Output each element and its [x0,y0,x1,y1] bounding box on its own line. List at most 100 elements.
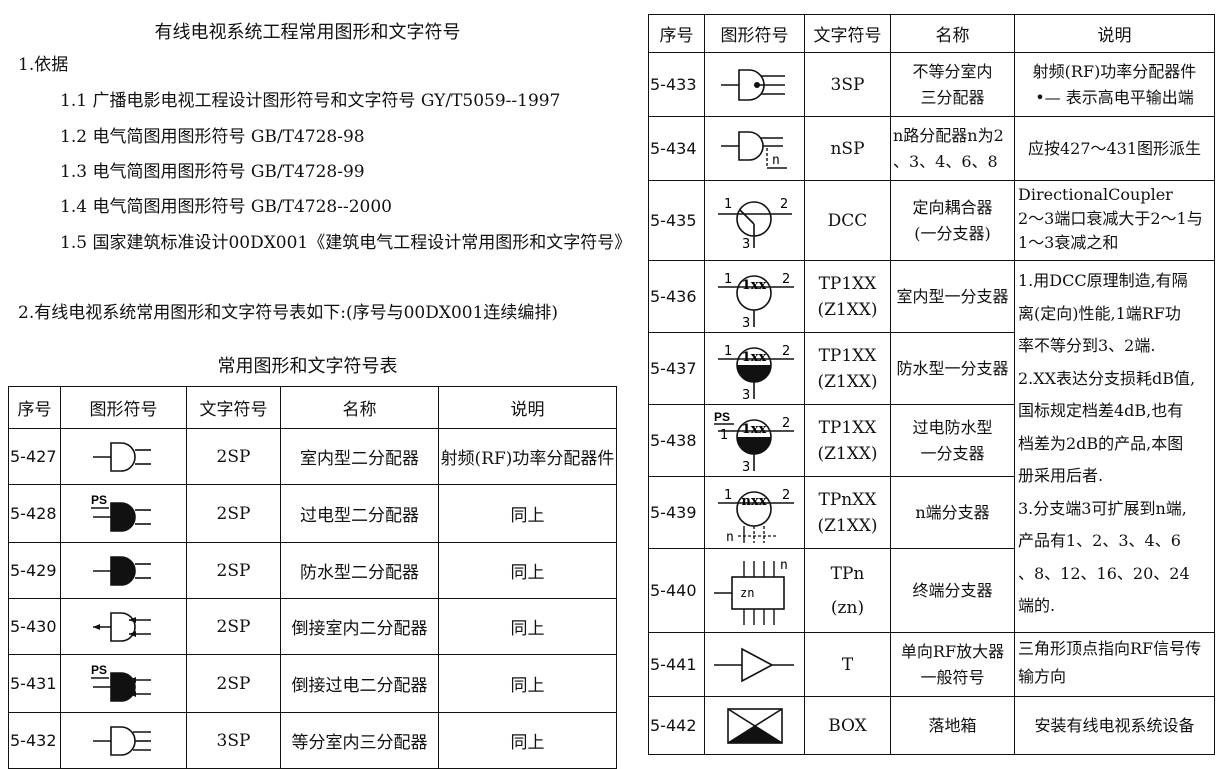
row-code-line: (Z1XX) [817,371,878,392]
splitter-2-powered-icon: PS [90,493,151,532]
row-name-line: 一分支器 [920,443,985,463]
row-seq: 5-433 [648,52,705,117]
table-row: 5-433 3SP 不等分室内三分配器 射频(RF)功率分配器件•— 表示高电平… [648,52,1215,117]
row-name-line: n路分配器n为2 [893,125,1004,145]
row-desc-line: 、8、12、16、20、24 [1018,563,1190,583]
row-code: DCC [804,180,891,261]
row-code: 2SP [186,654,281,713]
header-desc: 说明 [1014,14,1215,53]
row-code-line: (zn) [830,597,865,618]
row-desc-line: 率不等分到3、2端. [1018,336,1156,355]
row-desc: 同上 [438,712,617,769]
port-label: 2 [780,197,788,212]
section2-heading: 2.有线电视系统常用图形和文字符号表如下:(序号与00DX001连续编排) [18,303,559,323]
port-label: 1 [720,428,728,443]
row-seq: 5-427 [8,428,61,485]
port-label: 2 [782,344,790,359]
directional-coupler-icon: 1 2 3 [717,197,792,252]
row-name-line: (一分支器) [914,223,991,243]
port-label: 1 [724,272,732,287]
table-title: 常用图形和文字符号表 [217,356,398,377]
row-name-line: 过电防水型 [912,417,993,437]
row-seq: 5-428 [8,484,61,543]
port-label: 2 [782,416,790,431]
row-name-line: 定向耦合器 [912,197,993,217]
row-name-line: 单向RF放大器 [900,641,1005,661]
row-seq: 5-436 [648,260,705,333]
port-label: 1 [724,488,732,503]
splitter-2-reverse-powered-icon: PS [90,663,151,702]
rf-amplifier-icon [713,647,794,682]
splitter-3-icon [92,725,151,756]
ref-item: 1.1 广播电影电视工程设计图形符号和文字符号 GY/T5059--1997 [60,91,561,111]
row-desc: 安装有线电视系统设备 [1014,696,1215,755]
terminal-tap-icon: znn [713,558,788,625]
n-label: n [726,530,734,545]
row-desc-line: DirectionalCoupler [1018,185,1173,204]
header-seq: 序号 [648,14,705,53]
row-code: T [804,632,891,697]
tap-inner-label: 1xx [741,350,766,365]
port-label: 2 [782,272,790,287]
row-seq: 5-434 [648,116,705,181]
row-code: 3SP [186,712,281,769]
splitter-2-waterproof-icon [92,555,151,586]
row-seq: 5-429 [8,542,61,599]
row-name: 防水型二分配器 [280,542,439,599]
floor-box-icon [726,707,783,744]
row-desc: 射频(RF)功率分配器件 [438,428,617,485]
tap-inner-label: nxx [741,494,766,509]
row-name-line: 不等分室内 [912,61,993,81]
row-code-line: TP1XX [818,417,877,438]
row-code: 2SP [186,598,281,655]
n-label: n [780,558,788,573]
row-name: 倒接室内二分配器 [280,598,439,655]
n-label: n [772,153,780,168]
row-code: 3SP [804,52,891,117]
header-symbol: 图形符号 [704,14,805,53]
row-desc-line: 册采用后者. [1018,466,1104,485]
row-code: 2SP [186,484,281,543]
splitter-n-icon: n [720,130,787,169]
row-desc: 同上 [438,484,617,543]
port-label: 3 [742,237,750,252]
row-code: nSP [804,116,891,181]
row-code-line: TP1XX [818,273,877,294]
section1-heading: 1.依据 [18,55,69,75]
page-title: 有线电视系统工程常用图形和文字符号 [154,22,461,43]
header-seq: 序号 [8,386,61,429]
row-code-line: (Z1XX) [817,443,878,464]
row-desc-line: 端的. [1018,596,1056,615]
row-seq: 5-432 [8,712,61,769]
table-row: 5-432 3SP 等分室内三分配器 同上 [8,712,617,769]
port-label: 3 [742,460,750,473]
row-desc-line: •— 表示高电平输出端 [1035,87,1194,107]
splitter-3-unequal-icon [720,68,785,101]
splitter-2-reverse-icon [92,611,151,642]
port-label: 1 [724,344,732,359]
port-label: 3 [742,316,750,329]
tap-inner-label: 1xx [741,278,766,293]
tap-inner-label: 1xx [741,422,766,437]
row-seq: 5-430 [8,598,61,655]
table-row: 5-430 2SP 倒接室内二分配器 同上 [8,598,617,655]
row-name: n端分支器 [890,476,1015,549]
row-desc-line: 2～3端口衰减大于2～1与 [1018,209,1203,228]
row-desc-line: 国标规定档差4dB,也有 [1018,401,1184,420]
table-row: 5-428 PS 2SP 过电型二分配器 同上 [8,484,617,543]
row-desc: 同上 [438,542,617,599]
ref-item: 1.2 电气简图用图形符号 GB/T4728-98 [60,127,365,147]
row-code-line: TP1XX [818,345,877,366]
row-desc: 同上 [438,654,617,713]
port-label: 1 [724,197,732,212]
row-code: 2SP [186,428,281,485]
port-label: 2 [782,488,790,503]
row-name-line: 三分配器 [920,87,985,107]
row-seq: 5-438 [648,404,705,477]
